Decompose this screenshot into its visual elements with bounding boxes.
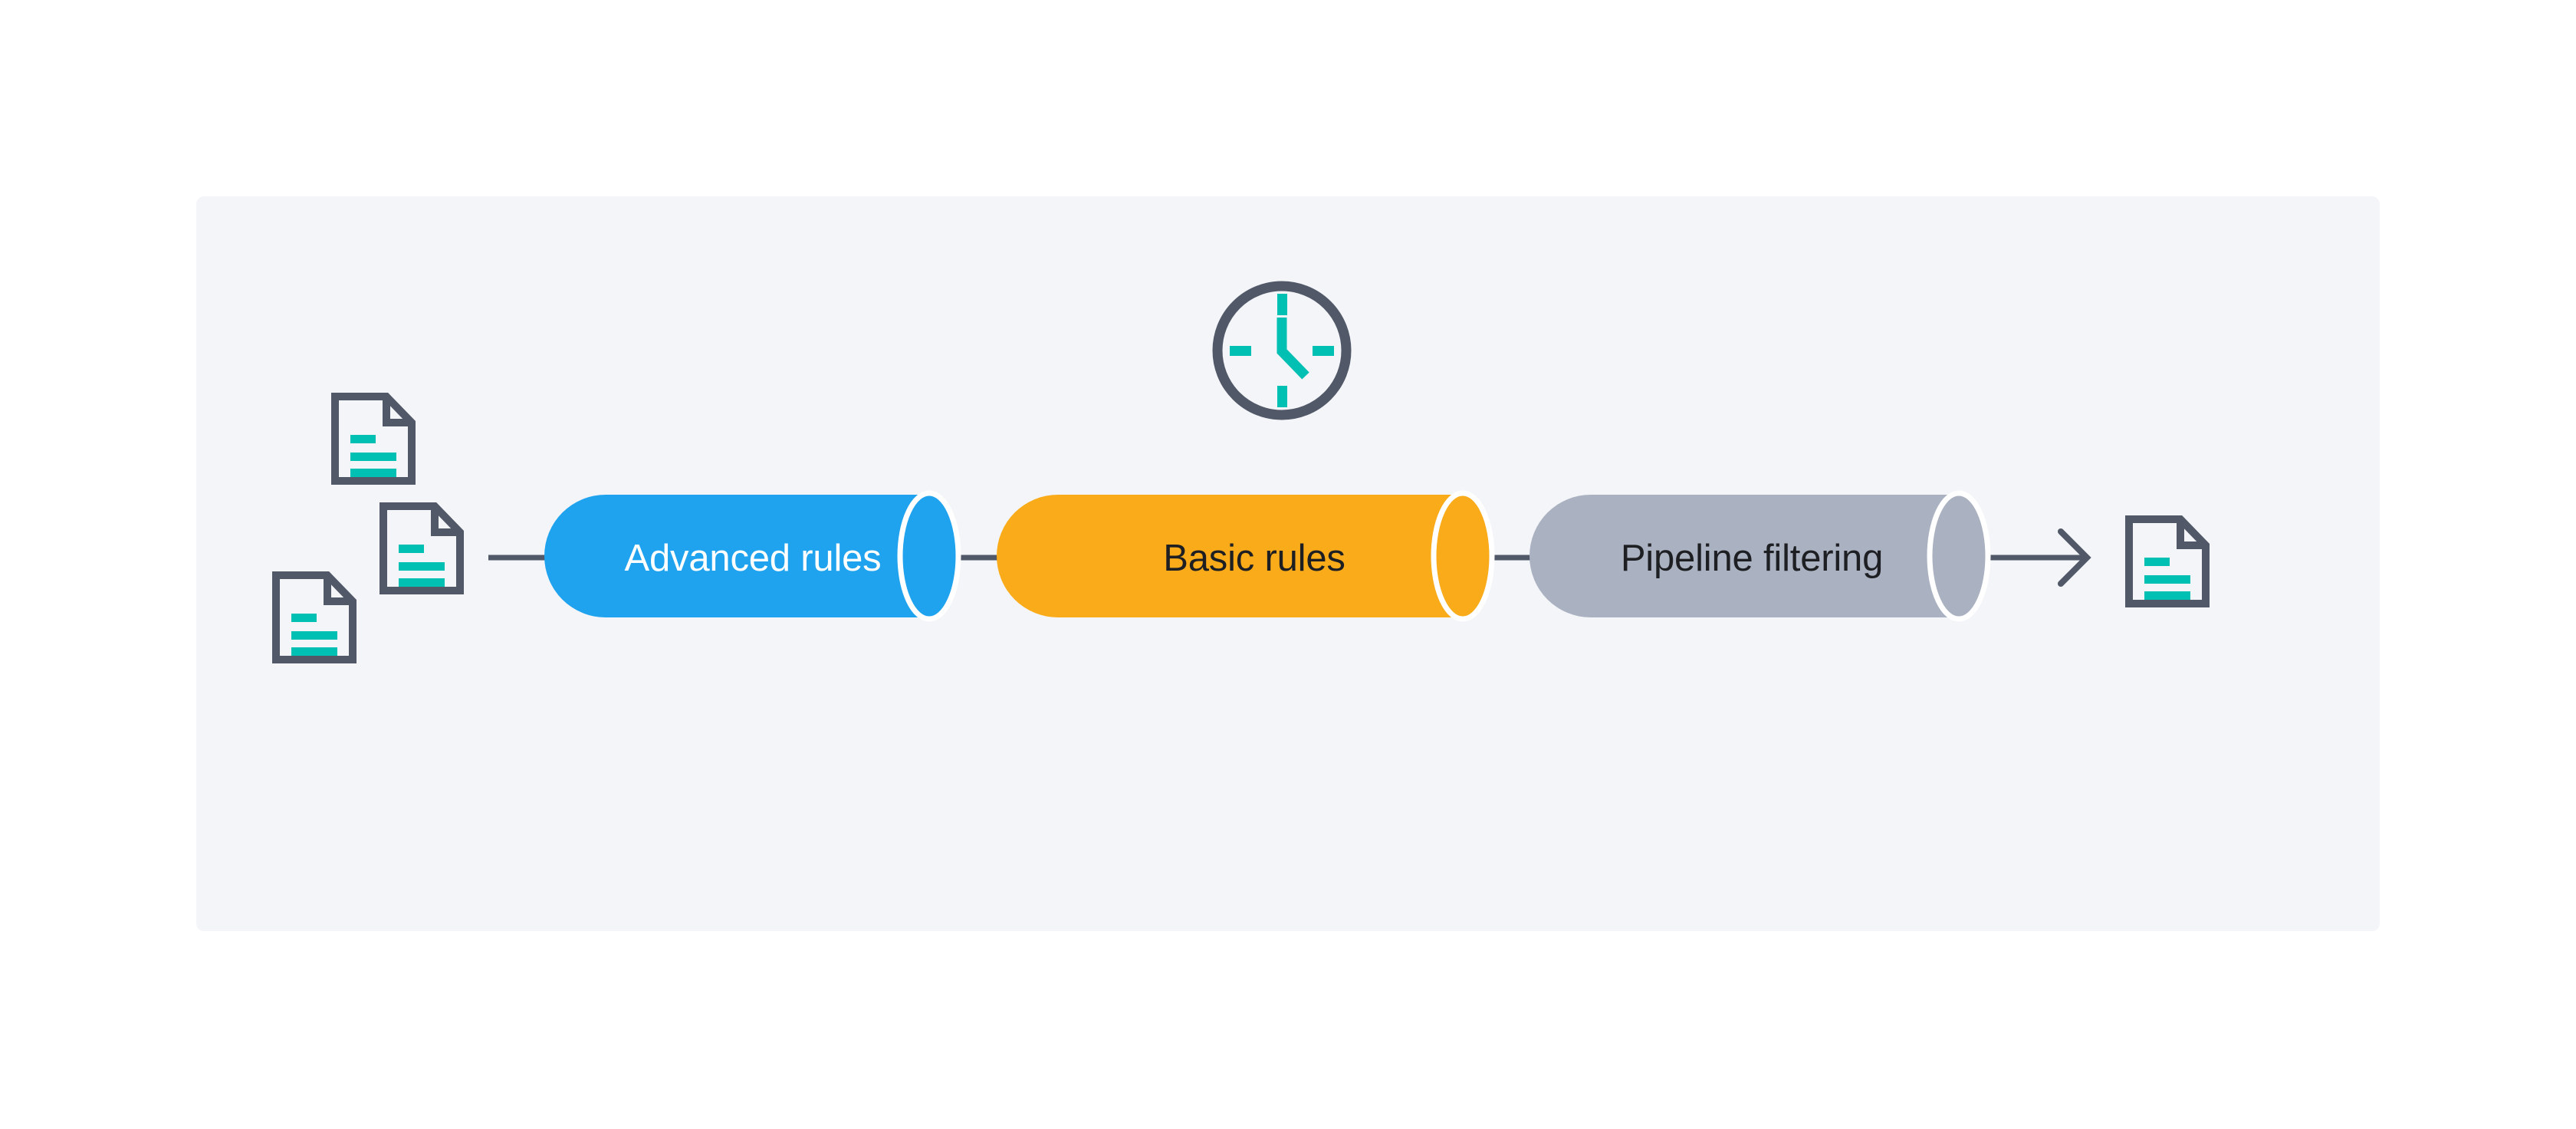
document-icon	[276, 575, 353, 660]
cylinder-end-cap	[1927, 490, 1991, 622]
cylinder-end-cap	[897, 490, 961, 622]
stage-advanced-rules[interactable]: Advanced rules	[544, 490, 961, 622]
stage-label: Pipeline filtering	[1621, 538, 1883, 579]
stage-pipeline-filtering[interactable]: Pipeline filtering	[1530, 490, 1991, 622]
clock-icon	[1212, 281, 1352, 420]
stage-label: Advanced rules	[625, 538, 882, 579]
document-icon	[335, 397, 412, 481]
stage-basic-rules[interactable]: Basic rules	[997, 490, 1495, 622]
arrow-head-icon	[2058, 528, 2091, 587]
document-icon	[383, 506, 460, 591]
document-icon	[2129, 519, 2206, 604]
output-document	[2129, 519, 2206, 604]
stage-label: Basic rules	[1163, 538, 1345, 579]
cylinder-end-cap	[1431, 490, 1495, 622]
